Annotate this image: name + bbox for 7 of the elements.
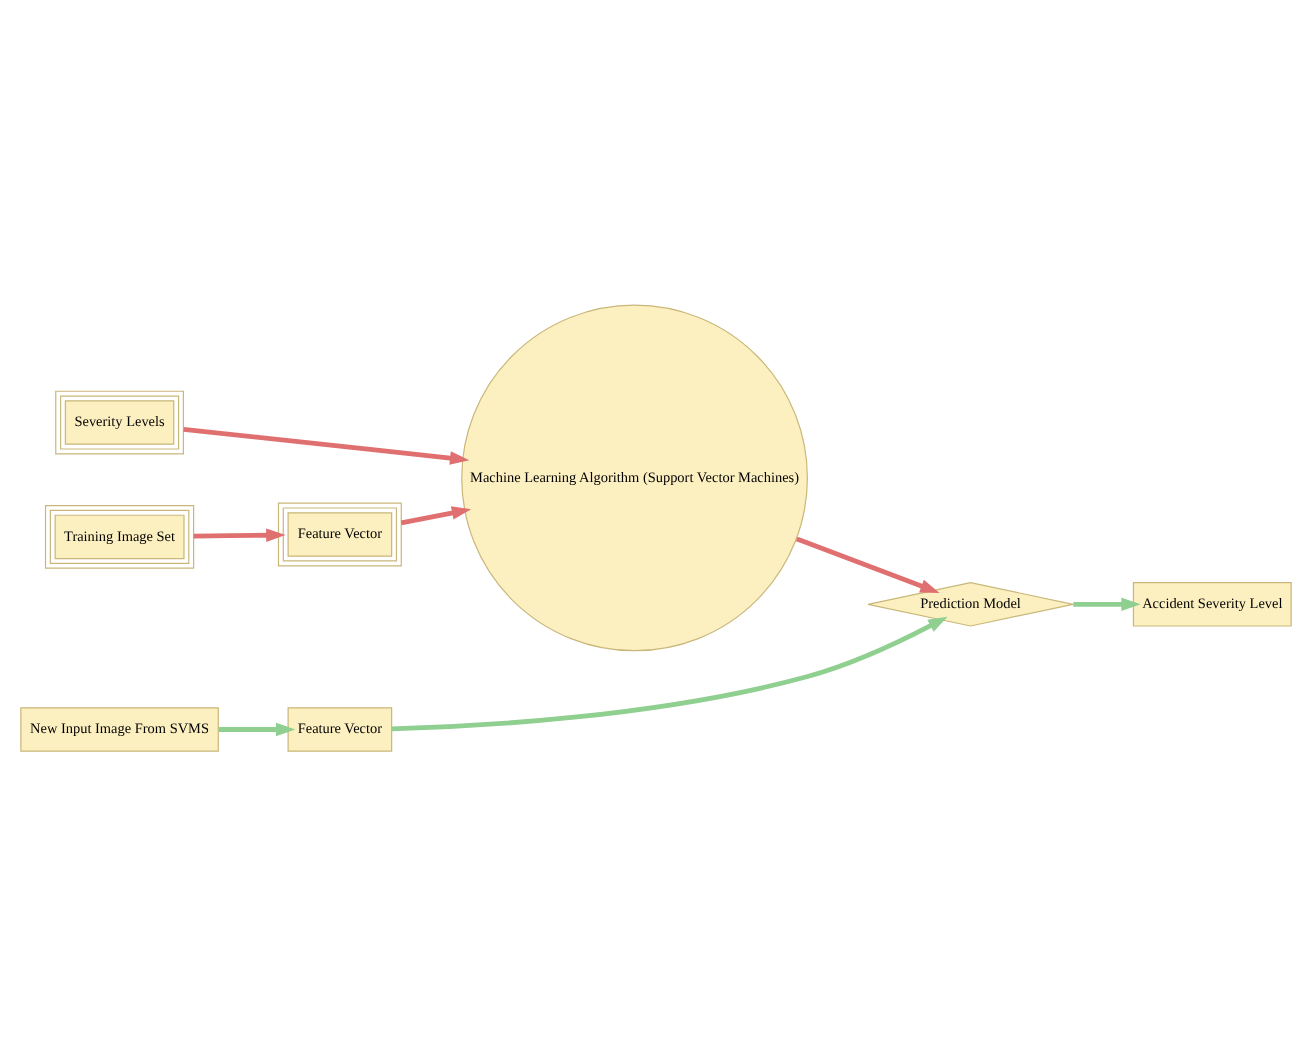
arrow bbox=[795, 536, 940, 594]
arrow bbox=[391, 616, 948, 732]
arrow bbox=[400, 506, 472, 526]
arrow bbox=[183, 426, 470, 465]
arrow bbox=[193, 528, 286, 543]
arrow bbox=[218, 722, 296, 737]
arrow bbox=[1073, 597, 1141, 612]
